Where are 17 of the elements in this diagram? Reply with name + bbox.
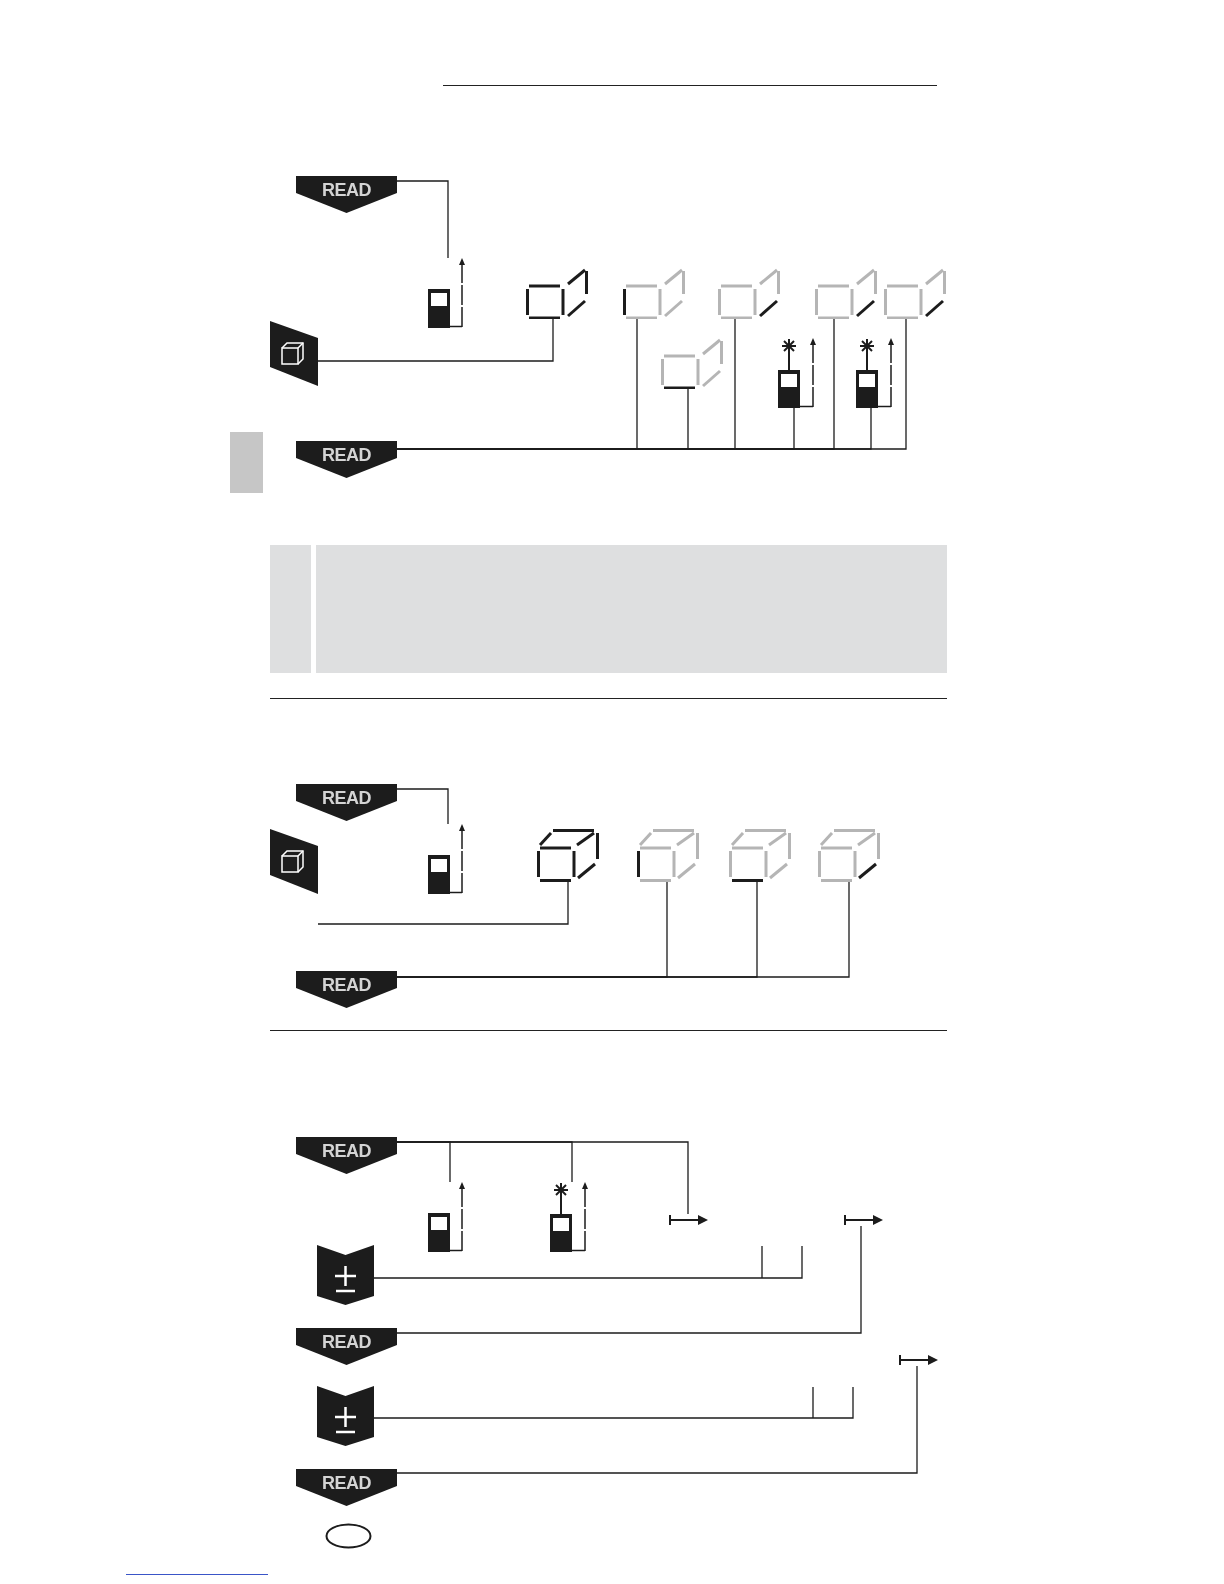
connector-line	[317, 881, 569, 925]
read-key: READ	[296, 971, 397, 1008]
connector-line	[317, 318, 554, 362]
read-key: READ	[296, 784, 397, 821]
read-key: READ	[296, 441, 397, 478]
connector-line	[373, 1245, 803, 1279]
connector-line	[396, 180, 449, 259]
read-key: READ	[296, 1328, 397, 1365]
connector-line	[396, 1141, 689, 1215]
connector-line	[396, 1365, 918, 1474]
connector-line	[373, 1386, 854, 1419]
read-key: READ	[296, 1469, 397, 1506]
connector-line	[396, 881, 850, 978]
connector-line	[396, 1225, 862, 1334]
read-key: READ	[296, 1137, 397, 1174]
read-key: READ	[296, 176, 397, 213]
connector-line	[396, 788, 449, 825]
